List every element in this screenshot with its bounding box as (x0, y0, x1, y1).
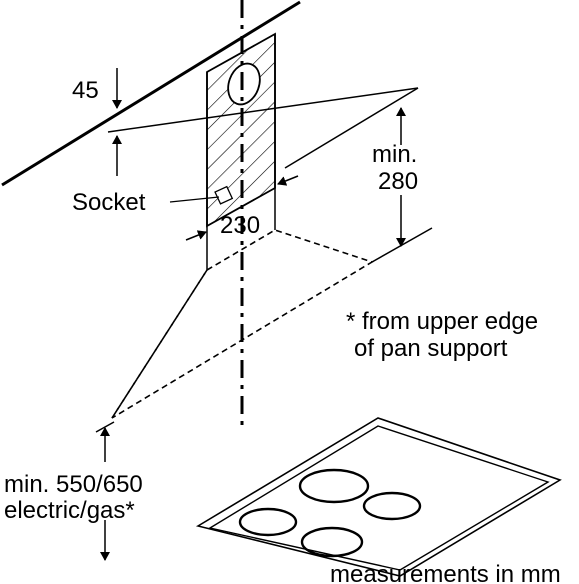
cooktop-burner-back-right (362, 491, 422, 521)
label-units: measurements in mm (330, 561, 561, 584)
dim-280-top-line (284, 87, 419, 169)
cooktop-inner (208, 425, 550, 571)
dim-230-arrow-right (277, 175, 299, 186)
exhaust-hole (227, 62, 261, 106)
dim-230-arrow-left (185, 230, 207, 241)
socket-icon (214, 185, 234, 205)
cooktop-burner-back-left (298, 468, 370, 504)
label-min-height-1: min. (372, 141, 417, 168)
label-duct-width: 230 (220, 212, 260, 239)
label-clearance-2: electric/gas* (4, 497, 135, 524)
label-min-height-2: 280 (378, 168, 418, 195)
socket-leader (169, 196, 220, 203)
cooktop-burner-front-right (300, 526, 364, 558)
label-wall-gap: 45 (72, 77, 99, 104)
label-note-2: of pan support (354, 335, 508, 362)
dim-280-bottom-line (371, 227, 433, 263)
label-socket: Socket (72, 189, 146, 216)
cooktop-outline (195, 417, 562, 577)
ceiling-line (1, 0, 301, 187)
label-clearance-1: min. 550/650 (4, 471, 143, 498)
cooktop-burner-front-left (238, 507, 298, 537)
label-note-1: * from upper edge (346, 308, 538, 335)
